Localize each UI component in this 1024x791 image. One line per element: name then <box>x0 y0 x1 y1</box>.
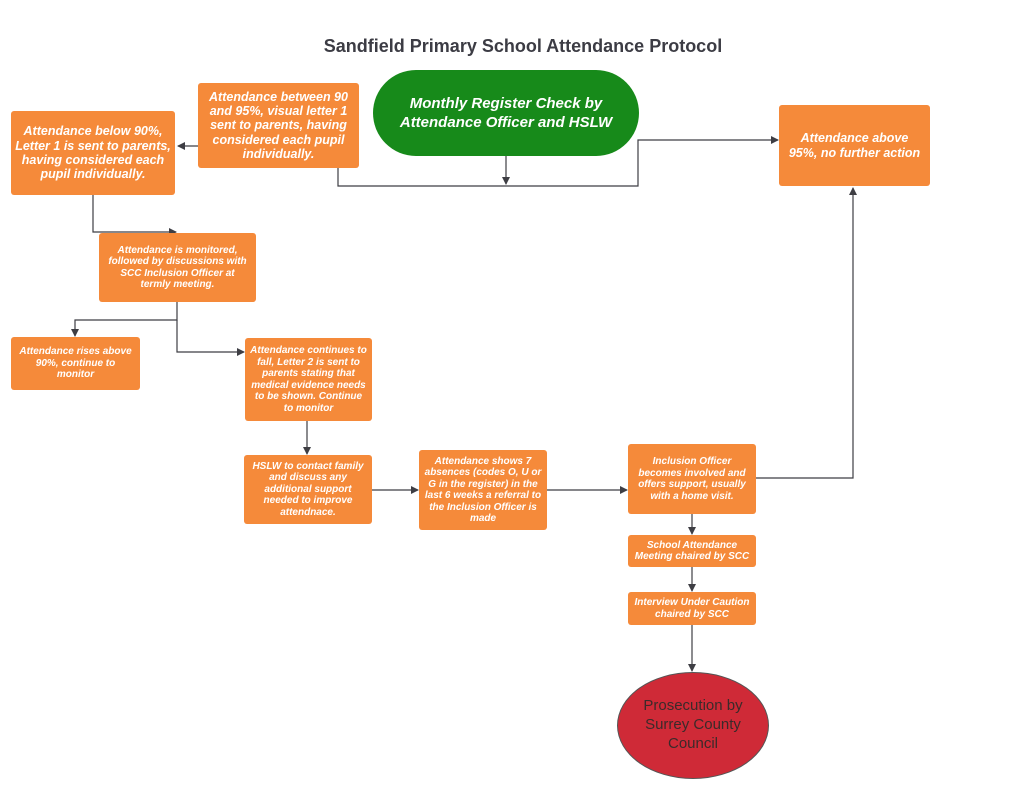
node-monitored: Attendance is monitored, followed by dis… <box>99 233 256 302</box>
node-continues-label: Attendance continues to fall, Letter 2 i… <box>250 345 367 414</box>
node-between-label: Attendance between 90 and 95%, visual le… <box>209 89 348 162</box>
arrow-monitored-to-rises <box>71 302 178 337</box>
start-terminal: Monthly Register Check by Attendance Off… <box>373 70 639 156</box>
node-inclusion-officer: Inclusion Officer becomes involved and o… <box>628 444 756 514</box>
node-continues-to-fall: Attendance continues to fall, Letter 2 i… <box>245 338 372 421</box>
arrow-inclusion-to-above95 <box>756 187 857 479</box>
node-hslw-contact: HSLW to contact family and discuss any a… <box>244 455 372 524</box>
start-label: Monthly Register Check by Attendance Off… <box>399 94 613 132</box>
diagram-title: Sandfield Primary School Attendance Prot… <box>323 36 723 56</box>
node-seven-absences: Attendance shows 7 absences (codes O, U … <box>419 450 547 530</box>
node-between-90-95: Attendance between 90 and 95%, visual le… <box>198 83 359 168</box>
node-absences-label: Attendance shows 7 absences (codes O, U … <box>424 455 542 525</box>
node-rises-label: Attendance rises above 90%, continue to … <box>19 346 132 381</box>
node-meeting-label: School Attendance Meeting chaired by SCC <box>634 539 750 563</box>
node-above95-label: Attendance above 95%, no further action <box>788 131 921 160</box>
node-above-95: Attendance above 95%, no further action <box>779 105 930 186</box>
end-label: Prosecution by Surrey County Council <box>643 697 743 752</box>
node-hslw-label: HSLW to contact family and discuss any a… <box>252 460 364 518</box>
end-terminal-prosecution: Prosecution by Surrey County Council <box>617 672 769 779</box>
node-interview-label: Interview Under Caution chaired by SCC <box>634 597 750 620</box>
node-below90-label: Attendance below 90%, Letter 1 is sent t… <box>15 124 171 182</box>
connector-between-to-above95 <box>337 136 779 187</box>
node-inclusion-label: Inclusion Officer becomes involved and o… <box>638 456 746 502</box>
node-interview-caution: Interview Under Caution chaired by SCC <box>628 592 756 625</box>
node-attendance-meeting: School Attendance Meeting chaired by SCC <box>628 535 756 567</box>
node-below-90: Attendance below 90%, Letter 1 is sent t… <box>11 111 175 195</box>
arrow-monitored-to-continues <box>176 320 245 356</box>
node-rises-above-90: Attendance rises above 90%, continue to … <box>11 337 140 390</box>
arrow-below90-to-monitored <box>92 195 177 236</box>
node-monitored-label: Attendance is monitored, followed by dis… <box>108 244 247 291</box>
